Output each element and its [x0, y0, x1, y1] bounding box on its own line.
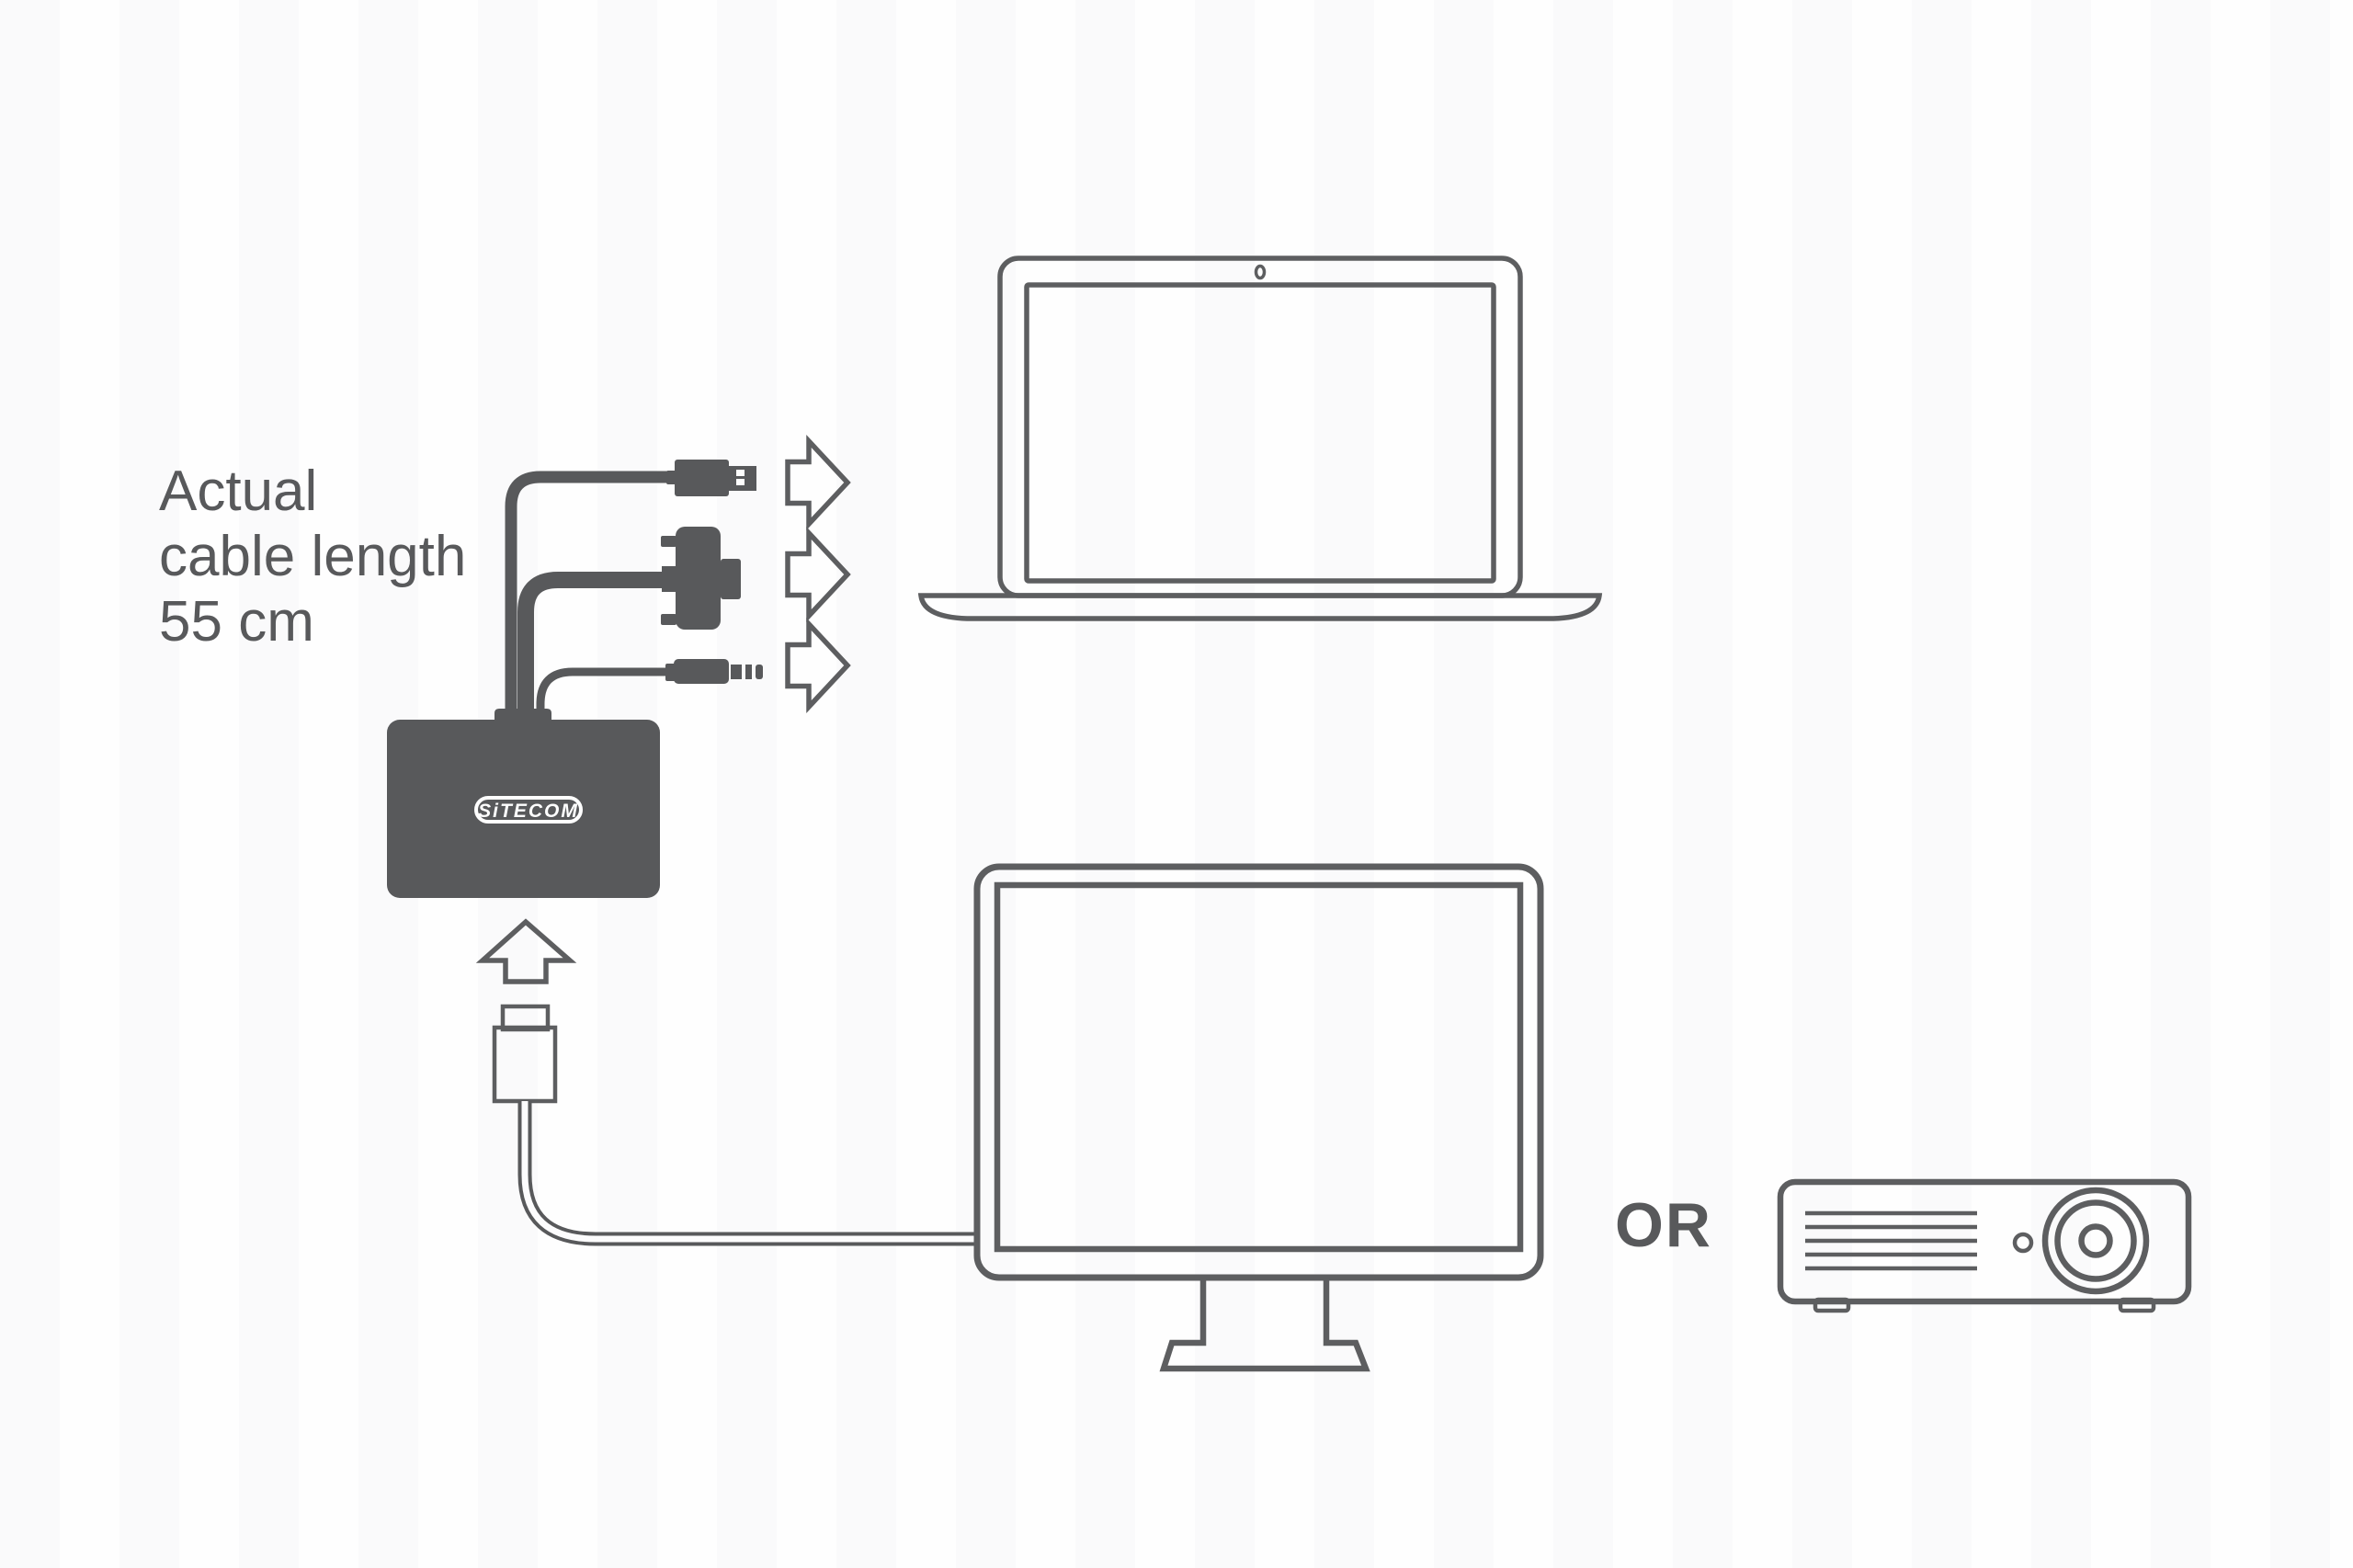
laptop-icon [917, 256, 1603, 621]
annotation-line-2: cable length [159, 525, 466, 588]
brand-label: SiTECOM [478, 801, 579, 822]
laptop-base [917, 593, 1603, 621]
annotation-line-1: Actual [159, 460, 317, 523]
monitor-screen [994, 881, 1524, 1253]
hdmi-cable [517, 1101, 979, 1246]
adapter-assembly: SiTECOM [387, 471, 668, 898]
audio-jack-icon [665, 659, 763, 684]
arrow-right-icon-2 [785, 527, 851, 622]
arrow-right-icon-3 [785, 618, 851, 713]
laptop-screen [1024, 282, 1496, 584]
cable-collar [494, 709, 551, 721]
or-label: OR [1615, 1190, 1712, 1260]
laptop-lid [997, 256, 1523, 598]
usb-plug-icon [666, 460, 756, 496]
sitecom-logo: SiTECOM [474, 796, 583, 824]
audio-cable [536, 667, 667, 715]
monitor-stand [1159, 1278, 1370, 1372]
projector-icon [1777, 1178, 2192, 1313]
monitor-icon [973, 863, 1544, 1372]
webcam-icon [1254, 264, 1267, 280]
hdmi-plug-icon [492, 1004, 558, 1104]
monitor-frame [973, 863, 1544, 1281]
arrow-right-icon-1 [785, 435, 851, 530]
projector-foot-right [2118, 1297, 2156, 1313]
annotation-line-3: 55 cm [159, 590, 314, 653]
vga-cable [517, 572, 665, 715]
usb-cable [505, 471, 668, 715]
projector-body [1777, 1178, 2192, 1305]
adapter-box [387, 720, 660, 898]
projector-vent-lines [1805, 1210, 1977, 1271]
projector-lens [2041, 1187, 2150, 1295]
cable-length-annotation: Actual cable length 55 cm [159, 460, 466, 653]
projector-indicator [2012, 1232, 2034, 1254]
logo-pill-outline [474, 796, 583, 824]
arrow-up-icon [475, 918, 577, 984]
projector-foot-left [1813, 1297, 1851, 1313]
vga-plug-icon [661, 527, 741, 630]
